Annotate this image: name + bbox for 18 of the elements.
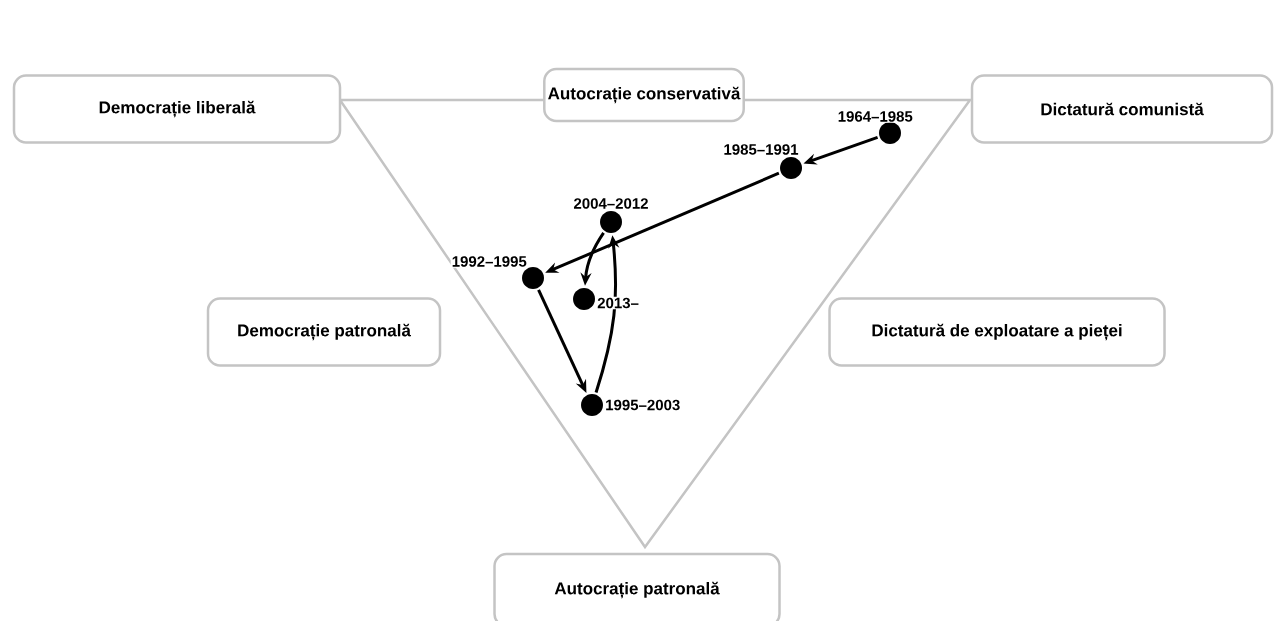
date-label: 2013– [596,296,640,310]
date-label: 2004–2012 [572,197,650,210]
dot [879,122,901,144]
label-box: Democrație patronală [206,297,442,367]
dot [522,267,544,289]
date-label: 1964–1985 [836,110,914,123]
date-label: 1985–1991 [722,143,800,156]
label-box: Dictatură comunistă [970,74,1274,144]
dot [581,394,603,416]
dot [573,288,595,310]
dot [600,211,622,233]
label-box: Dictatură de exploatare a pieței [828,297,1166,367]
dot [780,157,802,179]
label-box: Autocrație conservativă [543,67,745,123]
date-label: 1995–2003 [604,398,682,412]
date-label: 1992–1995 [450,255,528,268]
label-box: Democrație liberală [12,74,342,144]
label-box: Autocrație patronală [493,552,781,621]
